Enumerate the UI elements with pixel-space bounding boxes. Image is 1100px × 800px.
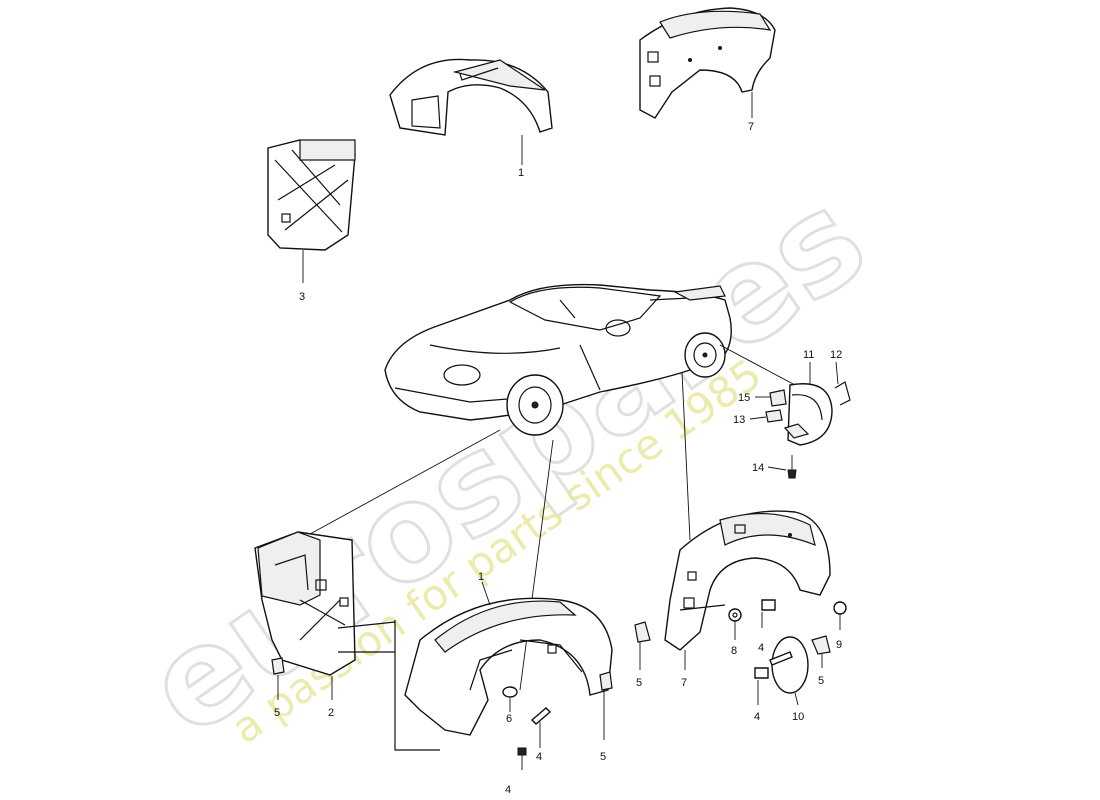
callout-front-center-4b: 4 — [505, 784, 511, 796]
callout-rear-14: 14 — [752, 462, 764, 474]
callout-front-center-6: 6 — [506, 713, 512, 725]
callout-rear-liner-4a: 4 — [758, 642, 764, 654]
rear-small-cover-group — [765, 381, 851, 479]
front-left-bracket-part — [254, 531, 440, 751]
callout-rear-liner-4b: 4 — [754, 711, 760, 723]
callout-rear-11: 11 — [803, 349, 814, 361]
front-fasteners — [502, 671, 613, 770]
callout-rear-liner-5b: 5 — [818, 675, 824, 687]
rear-wheel-liner-part — [664, 510, 831, 651]
callout-front-left-5: 5 — [274, 707, 280, 719]
callout-rear-12: 12 — [830, 349, 842, 361]
callouts: 1 7 3 11 12 15 13 14 5 2 1 6 4 4 5 5 7 8… — [274, 92, 842, 796]
top-left-bracket-part — [267, 139, 356, 251]
top-right-liner-part — [639, 7, 776, 119]
callout-rear-13: 13 — [733, 414, 745, 426]
callout-front-center-5: 5 — [600, 751, 606, 763]
car-illustration — [384, 283, 732, 436]
callout-rear-liner-9: 9 — [836, 639, 842, 651]
callout-front-center-1: 1 — [478, 571, 484, 583]
front-wheel-liner-part — [404, 597, 613, 736]
callout-front-left-2: 2 — [328, 707, 334, 719]
connector-lines — [289, 344, 796, 691]
rear-fasteners — [634, 599, 847, 694]
callout-top-right-7: 7 — [748, 121, 754, 133]
top-wheel-liner-part — [389, 58, 553, 136]
callout-rear-liner-7: 7 — [681, 677, 687, 689]
callout-front-center-4a: 4 — [536, 751, 542, 763]
callout-top-center-1: 1 — [518, 167, 524, 179]
callout-rear-liner-10: 10 — [792, 711, 804, 723]
callout-rear-15: 15 — [738, 392, 750, 404]
callout-rear-liner-5: 5 — [636, 677, 642, 689]
callout-top-left-3: 3 — [299, 291, 305, 303]
callout-rear-liner-8: 8 — [731, 645, 737, 657]
